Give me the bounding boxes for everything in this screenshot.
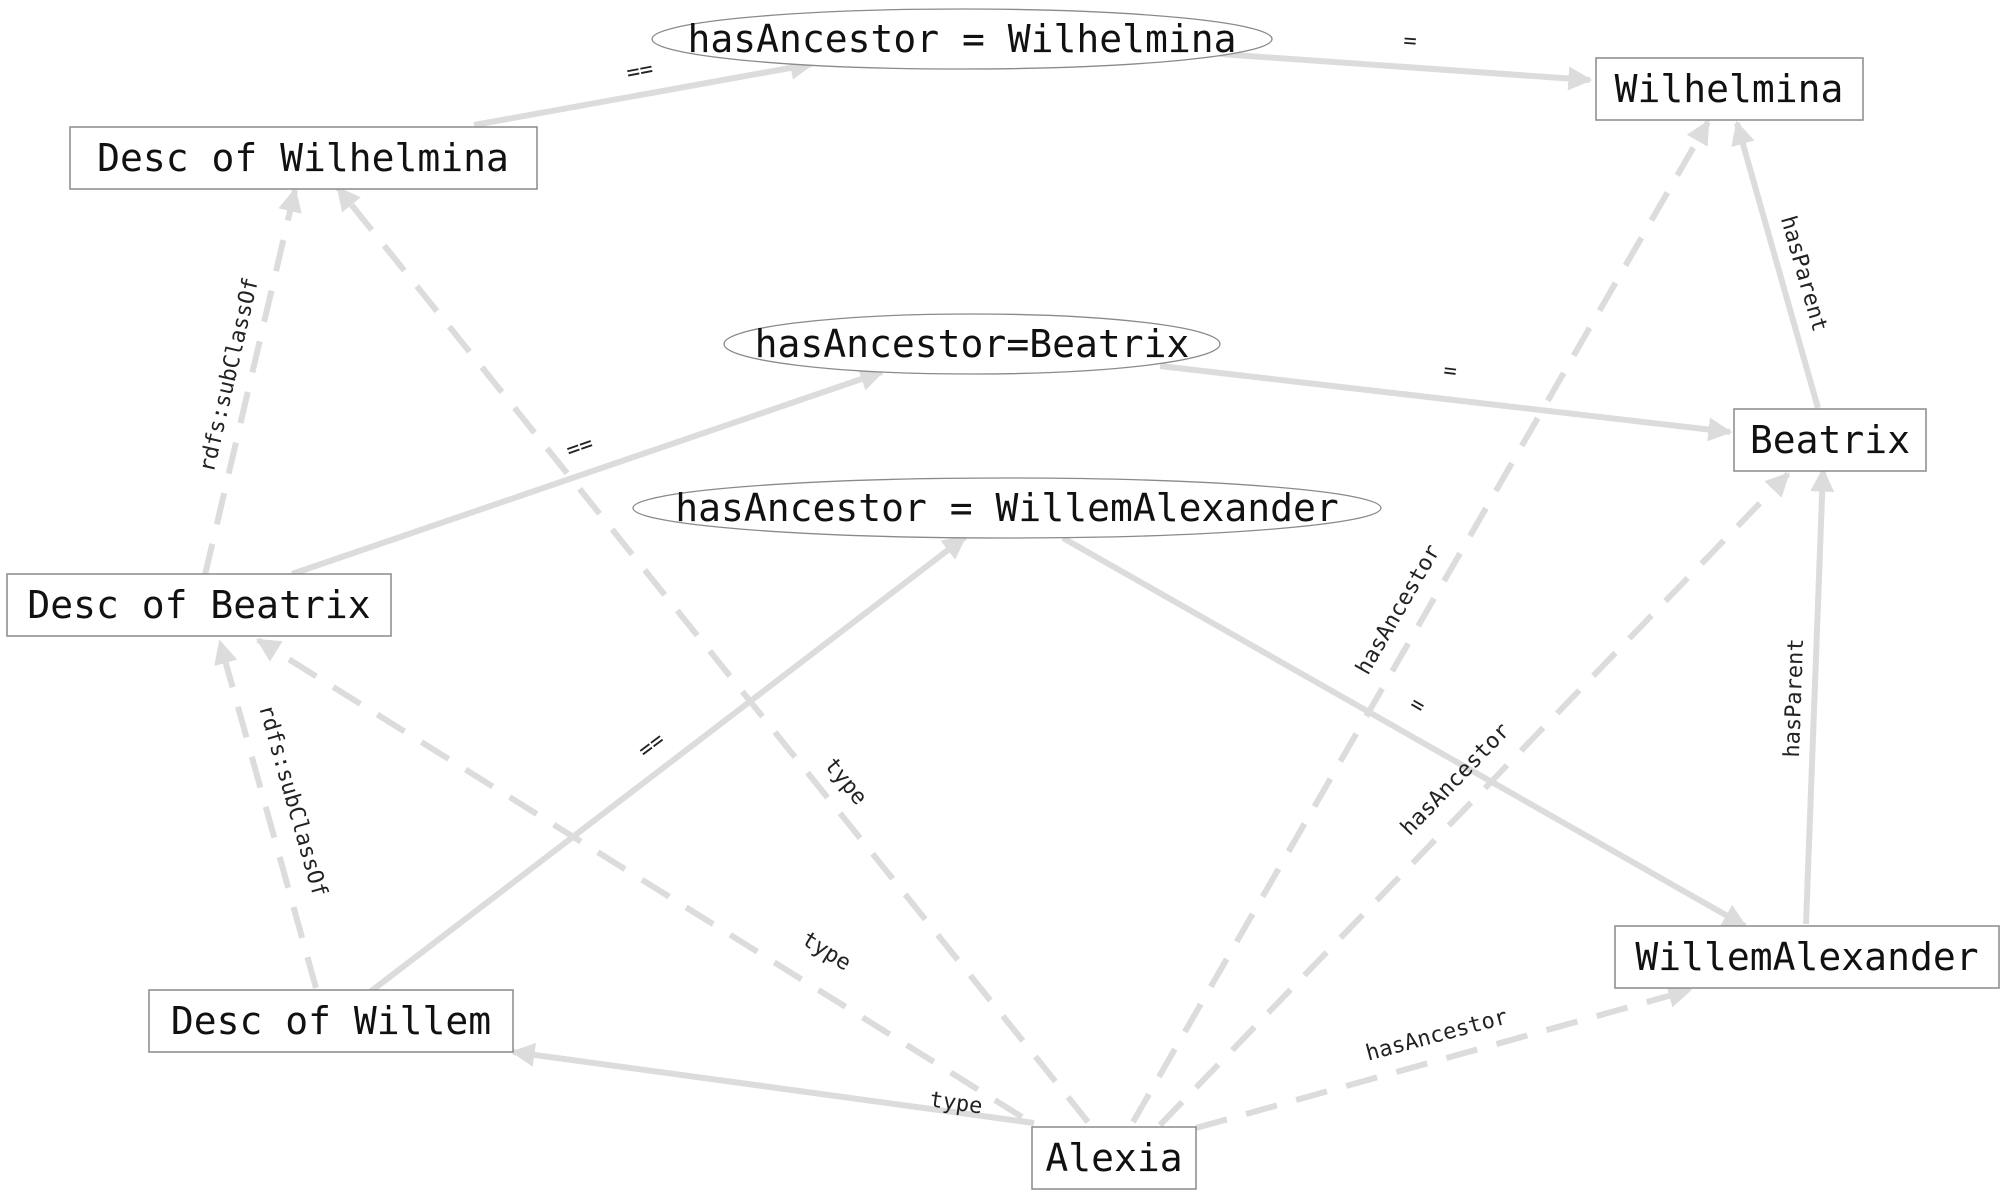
edge-alexia-type-descwil <box>510 1043 1035 1126</box>
edge-label-restriction-willem: = <box>1405 691 1429 719</box>
edge-label-alexia-type-descb: type <box>797 927 855 976</box>
node-willem-alexander[interactable]: WillemAlexander <box>1614 925 2000 989</box>
edge-label-descwil-subclass: rdfs:subClassOf <box>253 702 332 900</box>
edge-alexia-type-descw <box>335 186 1091 1124</box>
edges <box>202 51 1835 1131</box>
node-restriction-wilhelmina[interactable]: hasAncestor = Wilhelmina <box>651 8 1273 70</box>
node-alexia[interactable]: Alexia <box>1031 1126 1197 1190</box>
node-wilhelmina-label: Wilhelmina <box>1615 67 1844 111</box>
node-desc-beatrix-label: Desc of Beatrix <box>27 583 370 627</box>
edge-restriction-willem-to-willem <box>1061 535 1748 929</box>
edge-restriction-beatrix-to-beatrix <box>1159 363 1733 442</box>
edge-alexia-hasancestor-beatrix <box>1157 471 1791 1128</box>
node-desc-wilhelmina-label: Desc of Wilhelmina <box>97 136 509 180</box>
edge-descw-to-restriction-wilhelmina <box>473 56 815 128</box>
edge-label-willem-hasparent: hasParent <box>1780 638 1809 758</box>
edge-label-descw-restriction: == <box>625 57 656 87</box>
node-restriction-willem-label: hasAncestor = WillemAlexander <box>675 486 1338 530</box>
edge-label-descb-restriction: == <box>563 431 596 463</box>
edge-alexia-hasancestor-willem <box>1195 984 1693 1131</box>
edge-restriction-wilhelmina-to-wilhelmina <box>1219 51 1593 91</box>
node-restriction-beatrix-label: hasAncestor=Beatrix <box>755 322 1190 366</box>
node-restriction-wilhelmina-label: hasAncestor = Wilhelmina <box>687 17 1236 61</box>
edge-label-restriction-beatrix: = <box>1442 358 1458 384</box>
edge-label-descwil-restriction: == <box>634 728 670 764</box>
edge-label-alexia-type-descwil: type <box>928 1087 984 1119</box>
node-desc-willem[interactable]: Desc of Willem <box>148 989 514 1053</box>
edge-label-beatrix-hasparent: hasParent <box>1775 213 1832 334</box>
node-alexia-label: Alexia <box>1045 1136 1182 1180</box>
edge-label-alexia-type-descw: type <box>819 753 872 810</box>
edge-label-restriction-wilhelmina: = <box>1403 29 1418 55</box>
edge-descb-subclass-descw <box>202 187 302 576</box>
node-willem-alexander-label: WillemAlexander <box>1635 935 1978 979</box>
node-restriction-beatrix[interactable]: hasAncestor=Beatrix <box>723 313 1221 375</box>
node-restriction-willem[interactable]: hasAncestor = WillemAlexander <box>632 477 1382 539</box>
edge-label-alexia-hasancestor-willem: hasAncestor <box>1363 1005 1510 1067</box>
nodes: hasAncestor = Wilhelmina hasAncestor=Bea… <box>6 8 2000 1190</box>
edge-alexia-type-descb <box>255 637 1024 1120</box>
node-beatrix[interactable]: Beatrix <box>1733 408 1927 472</box>
edge-descwil-subclass-descb <box>214 639 319 989</box>
edge-descb-to-restriction-beatrix <box>291 367 885 577</box>
node-beatrix-label: Beatrix <box>1750 418 1910 462</box>
node-desc-willem-label: Desc of Willem <box>171 999 491 1043</box>
edge-label-descb-subclass: rdfs:subClassOf <box>195 275 264 474</box>
node-wilhelmina[interactable]: Wilhelmina <box>1595 57 1864 121</box>
node-desc-wilhelmina[interactable]: Desc of Wilhelmina <box>69 126 538 190</box>
edge-beatrix-hasparent-wilhelmina <box>1731 120 1821 409</box>
node-desc-beatrix[interactable]: Desc of Beatrix <box>6 573 392 637</box>
edge-alexia-hasancestor-wilhelmina <box>1130 119 1711 1124</box>
edge-willem-hasparent-beatrix <box>1803 467 1835 925</box>
edge-descwil-to-restriction-willem <box>368 534 967 995</box>
edge-labels: == = == = == = hasParent hasParent rdfs:… <box>195 29 1832 1120</box>
